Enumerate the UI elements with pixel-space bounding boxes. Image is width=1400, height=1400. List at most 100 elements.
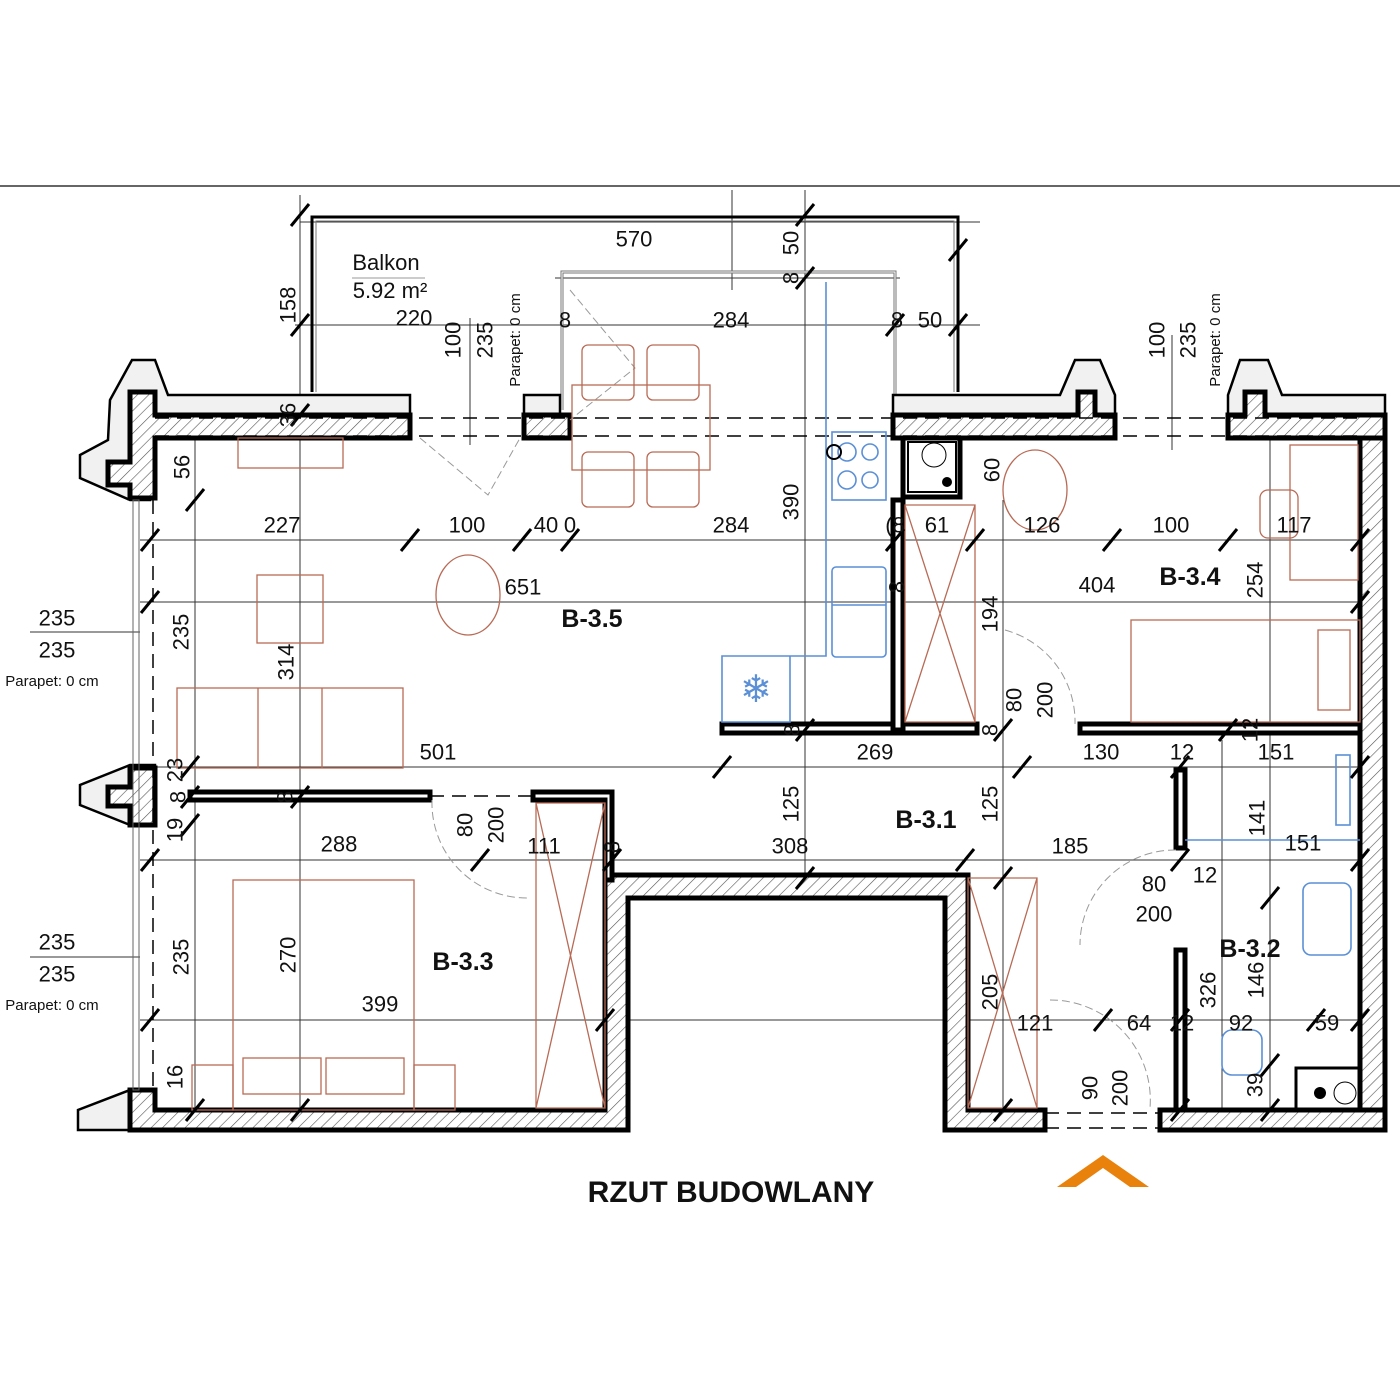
dimension-label: 50	[779, 231, 804, 255]
dimension-label: 50	[918, 308, 942, 333]
dimension-label: 36	[276, 403, 301, 427]
tv-cabinet	[237, 437, 344, 469]
dimension-tick	[139, 1008, 161, 1032]
dimension-label: 326	[1196, 972, 1221, 1009]
dimension-tick	[992, 866, 1014, 890]
dimension-label: 200	[1033, 682, 1058, 719]
wardrobe	[967, 877, 1038, 1109]
dimension-label: 308	[772, 834, 809, 859]
dimension-label: 40	[534, 513, 558, 538]
dimension-tick	[1092, 1008, 1114, 1032]
shower-drain	[1335, 754, 1351, 826]
dimension-label: 254	[1243, 562, 1268, 599]
dimension-label: 194	[978, 596, 1003, 633]
dimension-tick	[289, 313, 311, 337]
dimension-label: 8	[885, 581, 910, 593]
dimension-tick	[1217, 718, 1239, 742]
dimension-tick	[511, 528, 533, 552]
washbasin	[1302, 882, 1352, 956]
dimension-label: 235	[473, 322, 498, 359]
dimension-label: 90	[1078, 1076, 1103, 1100]
dimension-tick	[179, 755, 201, 779]
dimension-label: 651	[505, 575, 542, 600]
dimension-label: 8	[891, 308, 903, 333]
dimension-tick	[1349, 755, 1371, 779]
dimension-label: 8	[559, 308, 571, 333]
dimension-label: 8	[600, 841, 625, 853]
dimension-tick	[1101, 528, 1123, 552]
dimension-label: 151	[1285, 831, 1322, 856]
dimension-tick	[1011, 755, 1033, 779]
dimension-label: 8	[978, 724, 1003, 736]
dimension-label: 12	[1238, 718, 1263, 742]
dimension-label: 8	[780, 724, 805, 736]
dimension-tick	[884, 528, 906, 552]
chair	[581, 451, 635, 508]
armchair	[435, 554, 501, 636]
dimension-label: 146	[1244, 962, 1269, 999]
dimension-tick	[289, 785, 311, 809]
dimension-label: 56	[170, 455, 195, 479]
dimension-label: 80	[453, 813, 478, 837]
dimension-label: 235	[39, 606, 76, 631]
dimension-tick	[1169, 1098, 1191, 1122]
parapet-labels: Parapet: 0 cm Parapet: 0 cm Parapet: 0 c…	[5, 293, 1224, 1014]
dimension-label: 284	[713, 308, 750, 333]
dimension-tick	[1349, 1008, 1371, 1032]
dimension-label: 59	[1315, 1011, 1339, 1036]
dimension-tick	[559, 528, 581, 552]
dimension-tick	[289, 403, 311, 427]
dimension-label: 80	[1142, 872, 1166, 897]
balcony-name: Balkon	[352, 250, 419, 275]
dimension-label: 235	[39, 962, 76, 987]
dimension-label: 16	[163, 1065, 188, 1089]
dimension-tick	[1169, 848, 1191, 872]
dimension-label: 269	[857, 740, 894, 765]
dimension-tick	[1349, 848, 1371, 872]
parapet-label: Parapet: 0 cm	[507, 293, 524, 386]
wardrobe	[535, 802, 606, 1109]
dimension-label: 314	[274, 644, 299, 681]
dimension-label: 111	[527, 834, 560, 859]
dimension-tick	[964, 528, 986, 552]
dimension-label: 100	[441, 322, 466, 359]
parapet-label: Parapet: 0 cm	[5, 997, 98, 1014]
chair	[581, 344, 635, 401]
dimension-label: 19	[163, 818, 188, 842]
parapet-label: Parapet: 0 cm	[1207, 293, 1224, 386]
dimension-tick	[954, 848, 976, 872]
dimension-tick	[1259, 1098, 1281, 1122]
room-label-bathroom: B-3.2	[1219, 935, 1280, 963]
dimension-label: 12	[1193, 863, 1217, 888]
dimension-tick	[184, 488, 206, 512]
dimension-tick	[947, 238, 969, 262]
dimension-label: 8	[273, 791, 298, 803]
dimension-label: 235	[169, 614, 194, 651]
dimension-label: 100	[1145, 322, 1170, 359]
dimension-label: 288	[321, 832, 358, 857]
room-label-hall: B-3.1	[895, 806, 956, 834]
dimension-tick	[399, 528, 421, 552]
dimension-label: 117	[1276, 513, 1311, 538]
dimension-label: 200	[1136, 902, 1173, 927]
dimension-tick	[794, 866, 816, 890]
dimension-label: 151	[1258, 740, 1295, 765]
dimension-label: 39	[1243, 1073, 1268, 1097]
balcony-outline	[310, 215, 960, 410]
dimension-tick	[139, 848, 161, 872]
dimension-tick	[711, 755, 733, 779]
dimension-label: (8	[885, 513, 905, 538]
dimension-label: 12	[1170, 1011, 1194, 1036]
single-bed	[1130, 619, 1361, 723]
dimension-label: 23	[163, 758, 188, 782]
dimension-label: 80	[1002, 688, 1027, 712]
dimension-label: 205	[978, 974, 1003, 1011]
dimension-lines	[30, 190, 1380, 1130]
parapet-label: Parapet: 0 cm	[5, 673, 98, 690]
dimension-tick	[1305, 1008, 1327, 1032]
dimension-label: 270	[276, 937, 301, 974]
dimension-tick	[1169, 755, 1191, 779]
dimension-label: 158	[276, 287, 301, 324]
dimension-label: 8	[779, 272, 804, 284]
